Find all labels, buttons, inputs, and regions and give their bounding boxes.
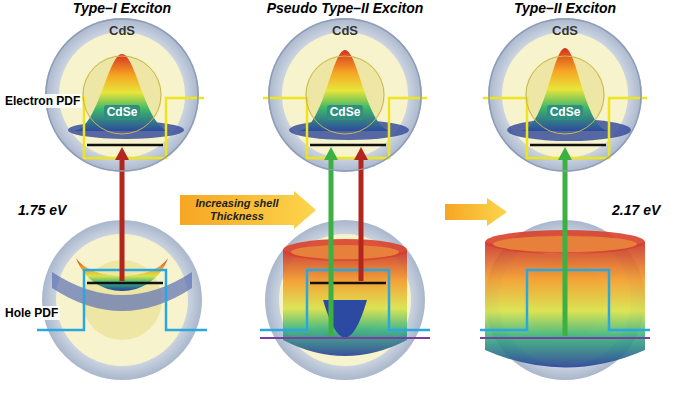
quantum-dot-core-outline <box>82 55 162 135</box>
shell-level <box>260 337 430 339</box>
progress-arrow <box>445 198 507 226</box>
quantum-dot-core: CdSe <box>525 55 605 135</box>
hole-rim <box>283 239 407 261</box>
transition-arrow <box>120 158 125 281</box>
column-heading: Type–I Exciton <box>12 0 232 17</box>
quantum-dot-shell-outline <box>488 18 642 172</box>
core-outline <box>526 56 604 134</box>
shell-outline <box>489 19 641 171</box>
quantum-dot-shell-outline <box>268 18 422 172</box>
core-outline <box>306 56 384 134</box>
hole-potential <box>260 270 430 330</box>
shell-material-label: CdS <box>552 23 578 38</box>
energy-value: 2.17 eV <box>612 202 660 219</box>
hole-rim-inner <box>291 245 399 259</box>
dot-shell <box>268 18 422 172</box>
transition-arrow <box>329 158 334 336</box>
energy-value: 1.75 eV <box>18 202 66 219</box>
label-slot: Pseudo Type–II Exciton <box>235 0 455 17</box>
label-slot: Type–I Exciton <box>12 0 232 17</box>
column-heading: Pseudo Type–II Exciton <box>235 0 455 17</box>
electron-pdf-surface <box>299 50 391 131</box>
transition-arrow <box>563 158 568 336</box>
shell-outline <box>269 19 421 171</box>
arrow-shape <box>180 191 316 229</box>
column-type-two <box>480 18 650 380</box>
quantum-dot-core: CdSe <box>82 55 162 135</box>
arrow-label: Increasing shell Thickness <box>184 197 290 223</box>
quantum-dot-core: CdSe <box>305 55 385 135</box>
label-slot: Electron PDF <box>3 91 82 109</box>
shell-thickness-arrow: Increasing shell Thickness <box>180 191 316 229</box>
hole-level <box>310 282 386 285</box>
dot-shell <box>265 220 425 380</box>
electron-level <box>87 144 163 147</box>
shell-material-label: CdS <box>109 23 135 38</box>
electron-pdf-surface <box>74 54 170 131</box>
label-slot: 1.75 eV <box>18 202 66 219</box>
core-outline <box>83 56 161 134</box>
electron-level <box>530 144 606 147</box>
quantum-dot-shell: CdS CdSe <box>268 18 422 172</box>
shell-material-label: CdS <box>332 23 358 38</box>
cds-shell <box>279 234 411 366</box>
label-slot: Hole PDF <box>3 303 60 321</box>
arrow-head <box>354 147 368 160</box>
dot-shell <box>488 18 642 172</box>
core-material-label: CdSe <box>327 105 364 120</box>
arrow-head <box>324 147 338 160</box>
quantum-dot-core-outline <box>525 55 605 135</box>
column-heading: Type–II Exciton <box>455 0 675 17</box>
electron-potential <box>263 98 427 158</box>
core-material-label: CdSe <box>547 105 584 120</box>
row-label: Electron PDF <box>3 94 82 108</box>
electron-level <box>310 144 386 147</box>
label-slot: 2.17 eV <box>612 202 660 219</box>
arrow-head <box>115 147 129 160</box>
label-slot: Type–II Exciton <box>455 0 675 17</box>
transition-arrow <box>359 158 364 281</box>
hole-level <box>87 282 163 285</box>
quantum-dot-shell: CdS CdSe <box>488 18 642 172</box>
shell-level <box>480 337 650 339</box>
core-material-label: CdSe <box>104 105 141 120</box>
quantum-dot-core-outline <box>305 55 385 135</box>
row-label: Hole PDF <box>3 306 60 320</box>
arrow-head <box>558 147 572 160</box>
